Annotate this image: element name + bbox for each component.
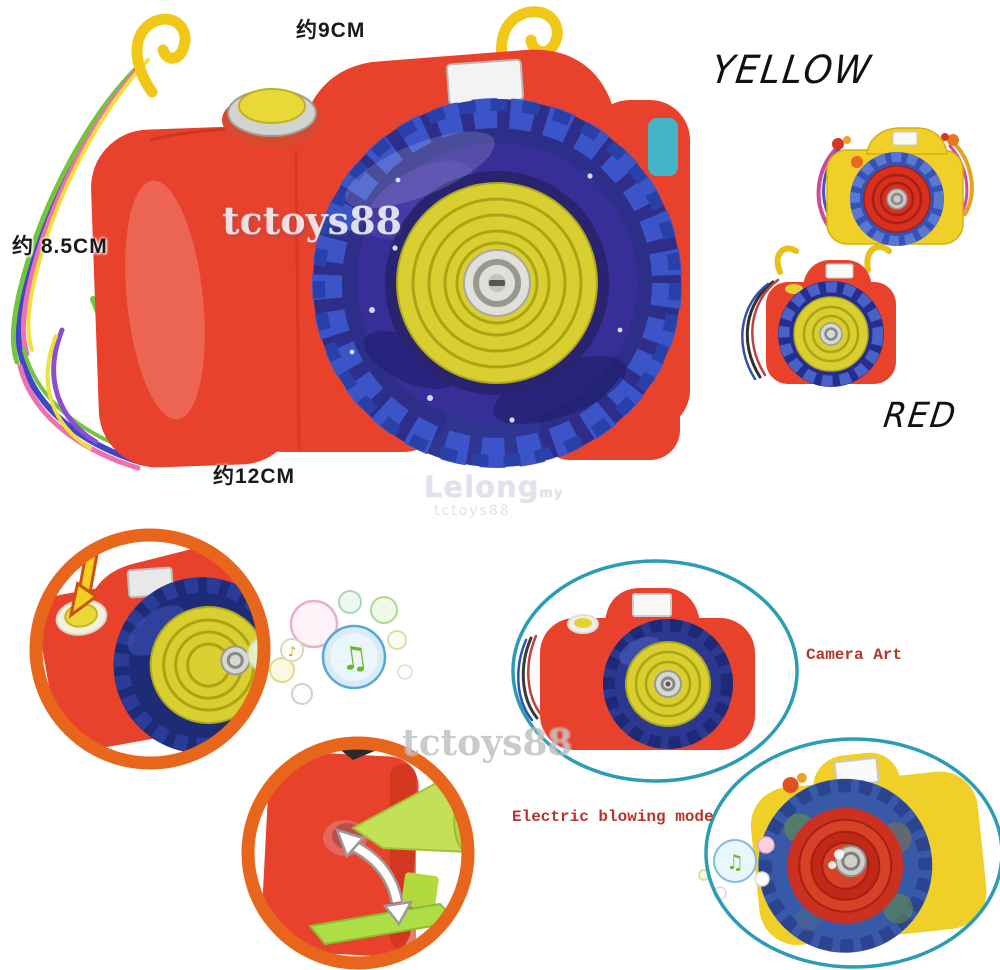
shutter-button: [222, 88, 322, 147]
lens-barrel: [312, 98, 682, 468]
strap-hook-clip-left: [131, 13, 191, 98]
watermark-lelong: Lelongmy: [424, 470, 563, 504]
main-camera-illustration: [10, 6, 690, 471]
red-variant-camera: [741, 244, 896, 387]
yellow-variant-camera: [816, 127, 974, 246]
dimension-label-bottom: 约12CM: [213, 465, 296, 488]
music-note-icon: ♫: [337, 637, 371, 679]
watermark-tctoys88-sub: tctoys88: [434, 503, 511, 519]
inset-ring: [29, 528, 271, 770]
viewfinder-window: [445, 58, 525, 106]
oval-ring: [511, 559, 799, 783]
lens-hub: [463, 249, 531, 317]
lens-sparkles: [349, 173, 623, 423]
inset-ring: [241, 736, 475, 970]
music-note-icon: ♪: [288, 645, 296, 660]
dimension-label-top: 约9CM: [296, 19, 366, 42]
oval4-camera: [750, 752, 987, 953]
oval-camera-art: [511, 559, 799, 783]
inset-nozzle-closeup: [241, 736, 475, 970]
oval3-camera: [540, 588, 755, 750]
mini-lens-yellow: [778, 281, 884, 387]
note-bubble-large: ♫: [321, 624, 387, 690]
mini-lens-red: [850, 152, 944, 246]
swap-arrow: [334, 828, 414, 927]
watermark-tctoys88-bottom: tctoys88: [402, 722, 573, 764]
watermark-lelong-text: Lelong: [424, 470, 540, 504]
inset-shutter-closeup: [29, 528, 271, 770]
variant-label-yellow: YELLOW: [708, 48, 875, 93]
camera-back-body: [261, 751, 419, 957]
body-highlight: [125, 180, 205, 420]
note-bubble-small: ♪: [280, 638, 304, 662]
oval-ring: [704, 737, 1000, 969]
feature-label-electric: Electric blowing mode: [512, 808, 714, 826]
note-bubble: ♫: [713, 839, 757, 883]
variant-label-red: RED: [881, 394, 960, 436]
oval4-lens: [758, 778, 933, 953]
watermark-lelong-suffix: my: [539, 486, 564, 501]
oval3-strap: [517, 634, 544, 722]
mini-strap-red: [741, 244, 892, 381]
bubble-cluster: ♪ ♫: [269, 590, 413, 705]
oval3-lens: [603, 619, 733, 749]
side-latch: [648, 118, 678, 176]
oval3-viewfinder: [632, 593, 672, 617]
mini-viewfinder: [892, 131, 918, 146]
mini-viewfinder: [825, 263, 854, 279]
oval-electric-blowing: ♫: [698, 737, 1000, 969]
music-note-icon: ♫: [726, 850, 744, 874]
feature-label-camera-art: Camera Art: [806, 646, 903, 664]
watermark-tctoys88-main: tctoys88: [222, 198, 402, 243]
dimension-label-left: 约 8.5CM: [12, 235, 108, 258]
